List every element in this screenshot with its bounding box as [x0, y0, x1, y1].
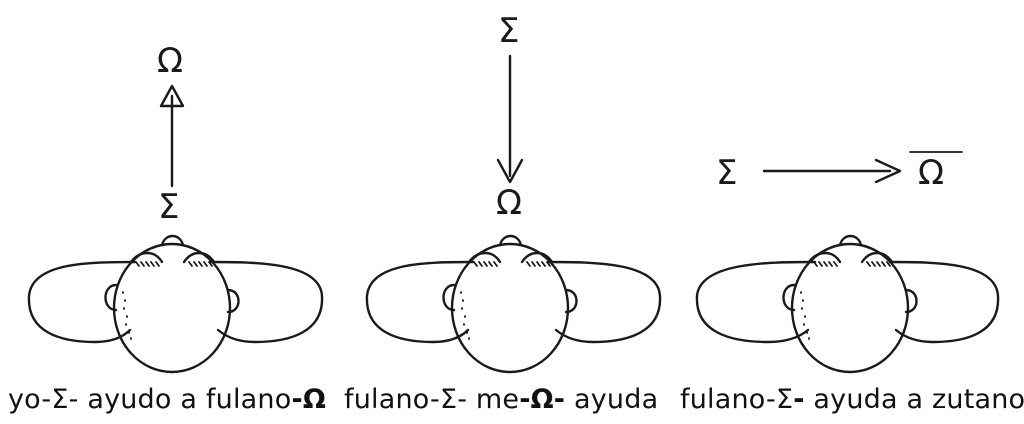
- caption-3: fulano-Σ- ayuda a zutano-Ω: [680, 384, 1024, 415]
- omega-symbol: Ω: [157, 41, 183, 81]
- sigma-symbol: Σ: [158, 187, 180, 227]
- person-top-view-illustration: [695, 234, 1000, 374]
- caption-1: yo-Σ- ayudo a fulano-Ω: [8, 384, 326, 415]
- sigma-symbol: Σ: [716, 153, 738, 193]
- omega-symbol: Ω: [496, 183, 522, 223]
- sigma-symbol: Σ: [498, 11, 520, 51]
- panel-2: Σ Ω fulano-Σ- me-Ω- ayuda: [338, 0, 678, 424]
- panel-3: Σ Ω fulano-Σ- ayuda a zutano-Ω: [678, 0, 1024, 424]
- omega-symbol: Ω: [918, 153, 944, 193]
- caption-2: fulano-Σ- me-Ω- ayuda: [344, 384, 659, 415]
- arrow-right-icon: [762, 151, 963, 184]
- person-top-view-illustration: [27, 234, 324, 374]
- arrow-up-icon: [159, 84, 185, 188]
- arrow-down-icon: [496, 54, 524, 184]
- panel-1: Ω Σ yo-Σ- ayudo a fulano-Ω: [0, 0, 340, 424]
- person-top-view-illustration: [365, 234, 662, 374]
